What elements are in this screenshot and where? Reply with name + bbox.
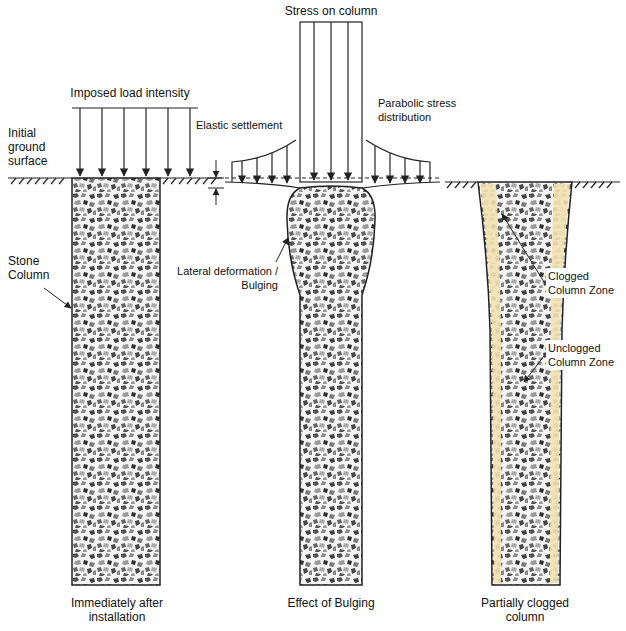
- drawing-stroke: [123, 108, 124, 176]
- annotation-label: Unclogged Column Zone: [546, 340, 622, 370]
- annotation-label: Parabolic stress distribution: [378, 96, 488, 124]
- drawing-stroke: [330, 22, 331, 180]
- drawing-stroke: [195, 178, 200, 184]
- leader-line: [44, 288, 71, 308]
- drawing-stroke: [19, 178, 24, 184]
- annotation-label: Lateral deformation / Bulging: [168, 264, 278, 292]
- drawing-stroke: [366, 140, 430, 182]
- drawing-stroke: [187, 178, 192, 184]
- initial-ground-dashed: [225, 178, 440, 179]
- drawing-stroke: [313, 22, 314, 180]
- drawing-stroke: [43, 178, 48, 184]
- leader-line: [524, 356, 544, 382]
- drawing-stroke: [216, 189, 217, 205]
- drawing-stroke: [59, 178, 64, 184]
- annotation-label: Clogged Column Zone: [546, 268, 622, 298]
- drawing-stroke: [35, 178, 40, 184]
- drawing-stroke: [583, 182, 588, 188]
- leader-line: [502, 214, 544, 282]
- drawing-stroke: [419, 161, 420, 183]
- column-stress: [300, 22, 362, 182]
- drawing-stroke: [145, 108, 146, 176]
- caption-text: Effect of Bulging: [250, 596, 412, 610]
- drawing-stroke: [101, 108, 102, 176]
- drawing-stroke: [72, 107, 198, 108]
- drawing-stroke: [171, 178, 176, 184]
- drawing-stroke: [211, 178, 216, 184]
- clogged-zone: [480, 184, 501, 583]
- drawing-stroke: [300, 22, 362, 182]
- annotation-label: Stone Column: [8, 254, 66, 282]
- drawing-stroke: [286, 146, 287, 183]
- annotation-label: Stress on column: [250, 4, 412, 18]
- drawing-stroke: [404, 158, 405, 183]
- drawing-stroke: [607, 182, 612, 188]
- load-arrows: [72, 108, 198, 176]
- drawing-stroke: [232, 140, 296, 182]
- drawing-stroke: [242, 146, 420, 183]
- drawing-stroke: [271, 153, 272, 183]
- drawing-stroke: [463, 182, 468, 188]
- annotation-label: Elastic settlement: [196, 118, 282, 132]
- drawing-stroke: [471, 182, 476, 188]
- bulged-column: [287, 186, 375, 585]
- drawing-stroke: [347, 22, 348, 180]
- drawing-stroke: [208, 178, 224, 179]
- drawing-stroke: [203, 178, 208, 184]
- drawing-stroke: [455, 182, 460, 188]
- clogged-column: [478, 182, 572, 585]
- drawing-stroke: [575, 182, 580, 188]
- drawing-stroke: [11, 178, 16, 184]
- caption-text: Partially clogged column: [460, 596, 590, 624]
- drawing-stroke: [445, 181, 478, 182]
- parabolic-stress: [232, 140, 430, 183]
- drawing-stroke: [591, 182, 596, 188]
- drawing-stroke: [179, 178, 184, 184]
- drawing-stroke: [241, 161, 242, 183]
- drawing-stroke: [189, 108, 190, 176]
- drawing-stroke: [80, 108, 190, 176]
- annotation-label: Initial ground surface: [8, 126, 66, 168]
- drawing-stroke: [167, 108, 168, 176]
- drawing-stroke: [51, 178, 56, 184]
- leader-line: [276, 238, 288, 262]
- drawing-stroke: [225, 182, 300, 188]
- drawing-stroke: [208, 188, 224, 189]
- settlement-dimension: [208, 160, 224, 205]
- drawing-stroke: [362, 182, 440, 188]
- drawing-stroke: [163, 178, 168, 184]
- clogged-zone: [550, 184, 570, 583]
- stone-column: [72, 178, 160, 585]
- drawing-stroke: [79, 108, 80, 176]
- annotation-label: Imposed load intensity: [55, 86, 205, 100]
- drawing-stroke: [27, 178, 32, 184]
- caption-text: Immediately after installation: [46, 596, 188, 624]
- drawing-stroke: [374, 146, 375, 183]
- drawing-stroke: [447, 182, 452, 188]
- drawing-stroke: [216, 160, 217, 177]
- drawing-stroke: [256, 158, 257, 183]
- drawing-stroke: [599, 182, 604, 188]
